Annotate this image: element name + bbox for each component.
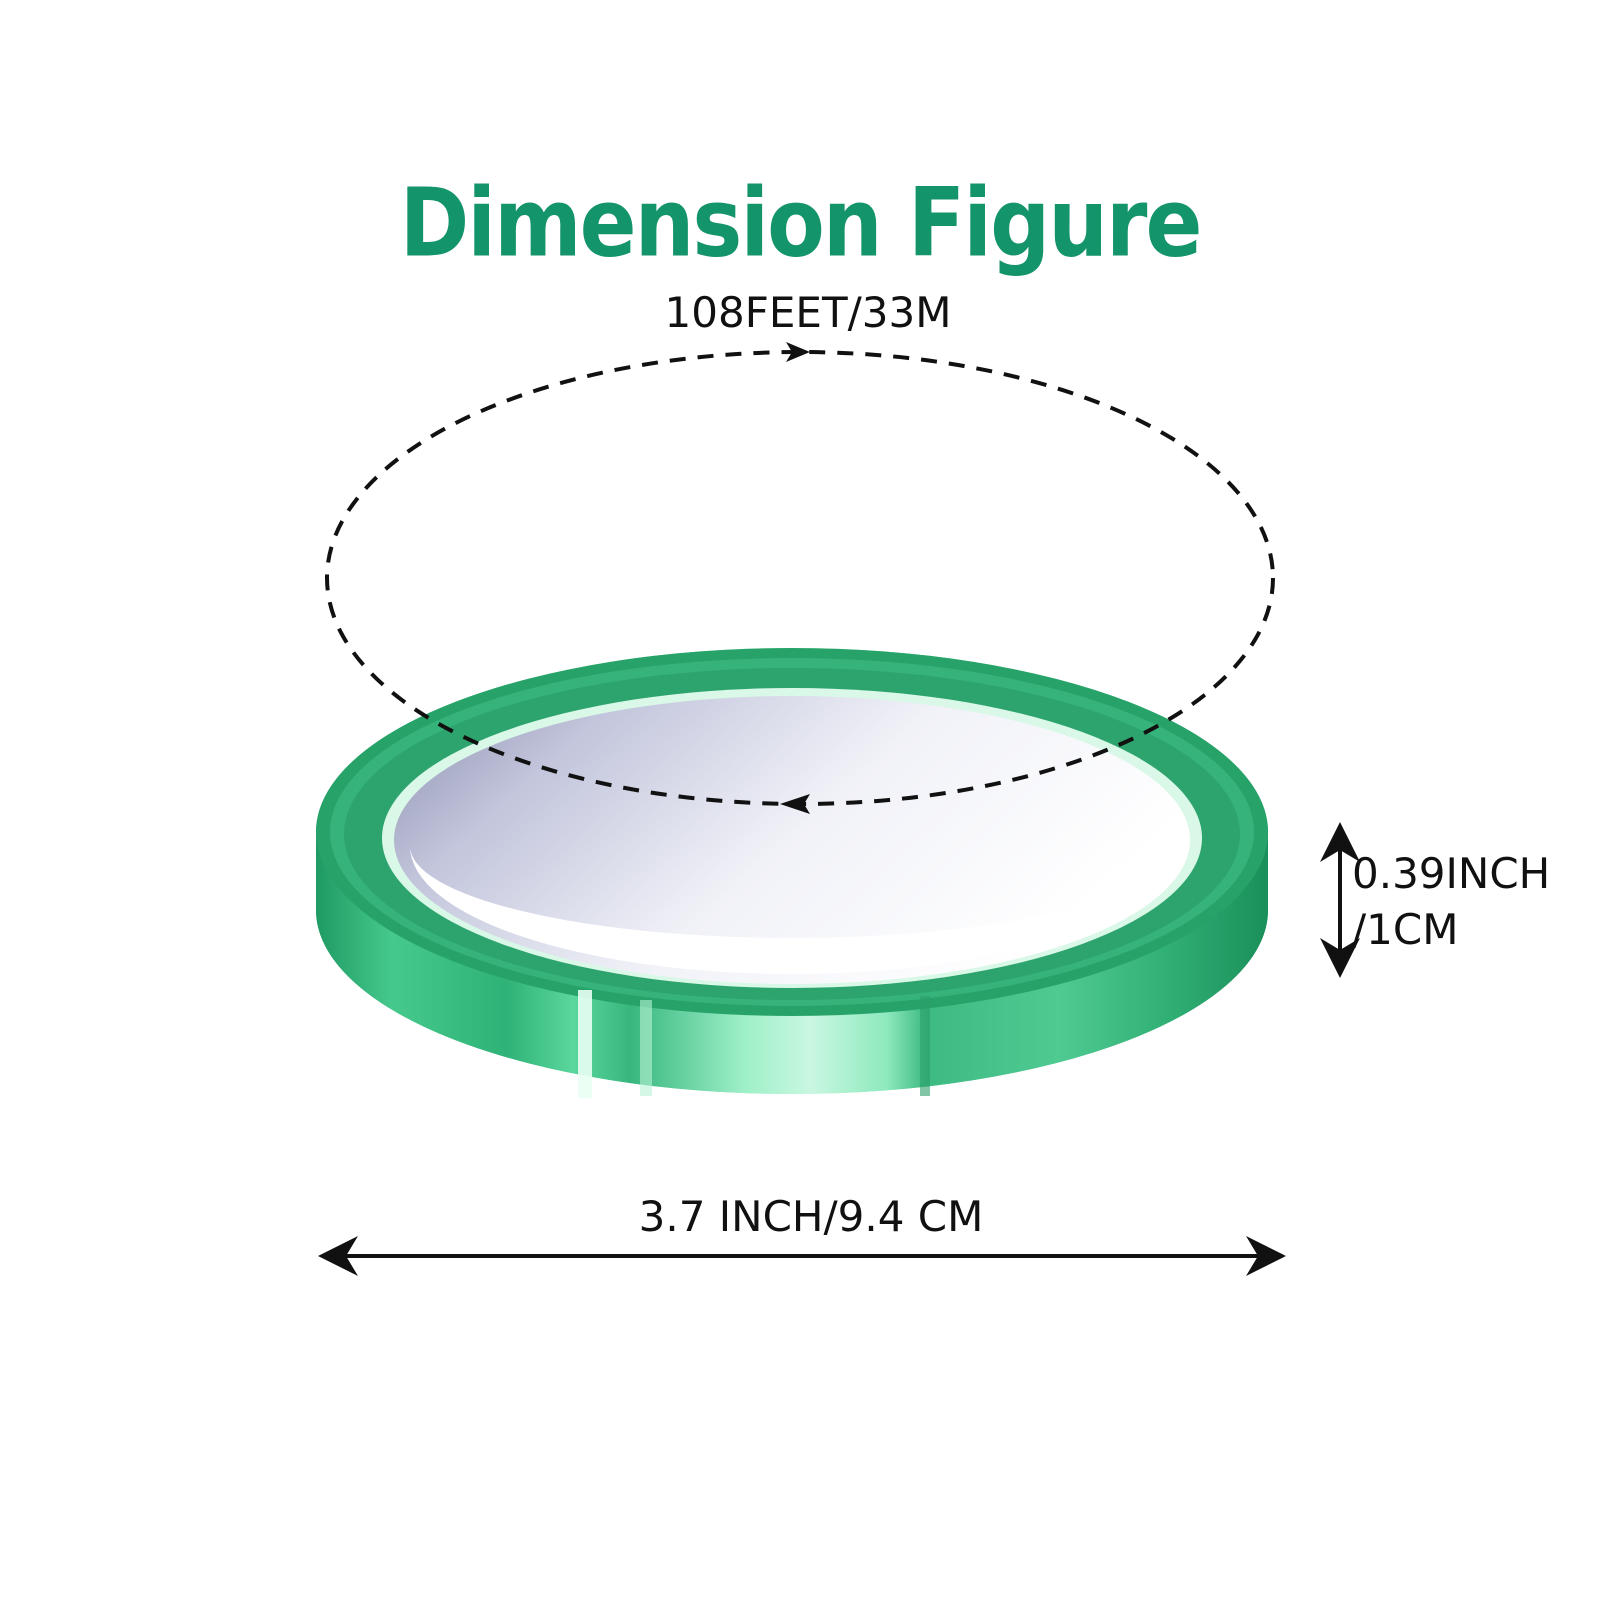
height-label-line2: /1CM [1352,905,1459,954]
length-label: 108FEET/33M [664,288,952,337]
height-label: 0.39INCH /1CM [1352,846,1550,958]
tape-roll [316,648,1268,1098]
length-arrow-top [786,342,810,362]
figure-title: Dimension Figure [399,168,1203,278]
height-label-line1: 0.39INCH [1352,849,1551,898]
tape-inner-hollow [394,696,1190,984]
length-arrow-bottom [780,794,810,814]
width-label: 3.7 INCH/9.4 CM [638,1192,984,1241]
